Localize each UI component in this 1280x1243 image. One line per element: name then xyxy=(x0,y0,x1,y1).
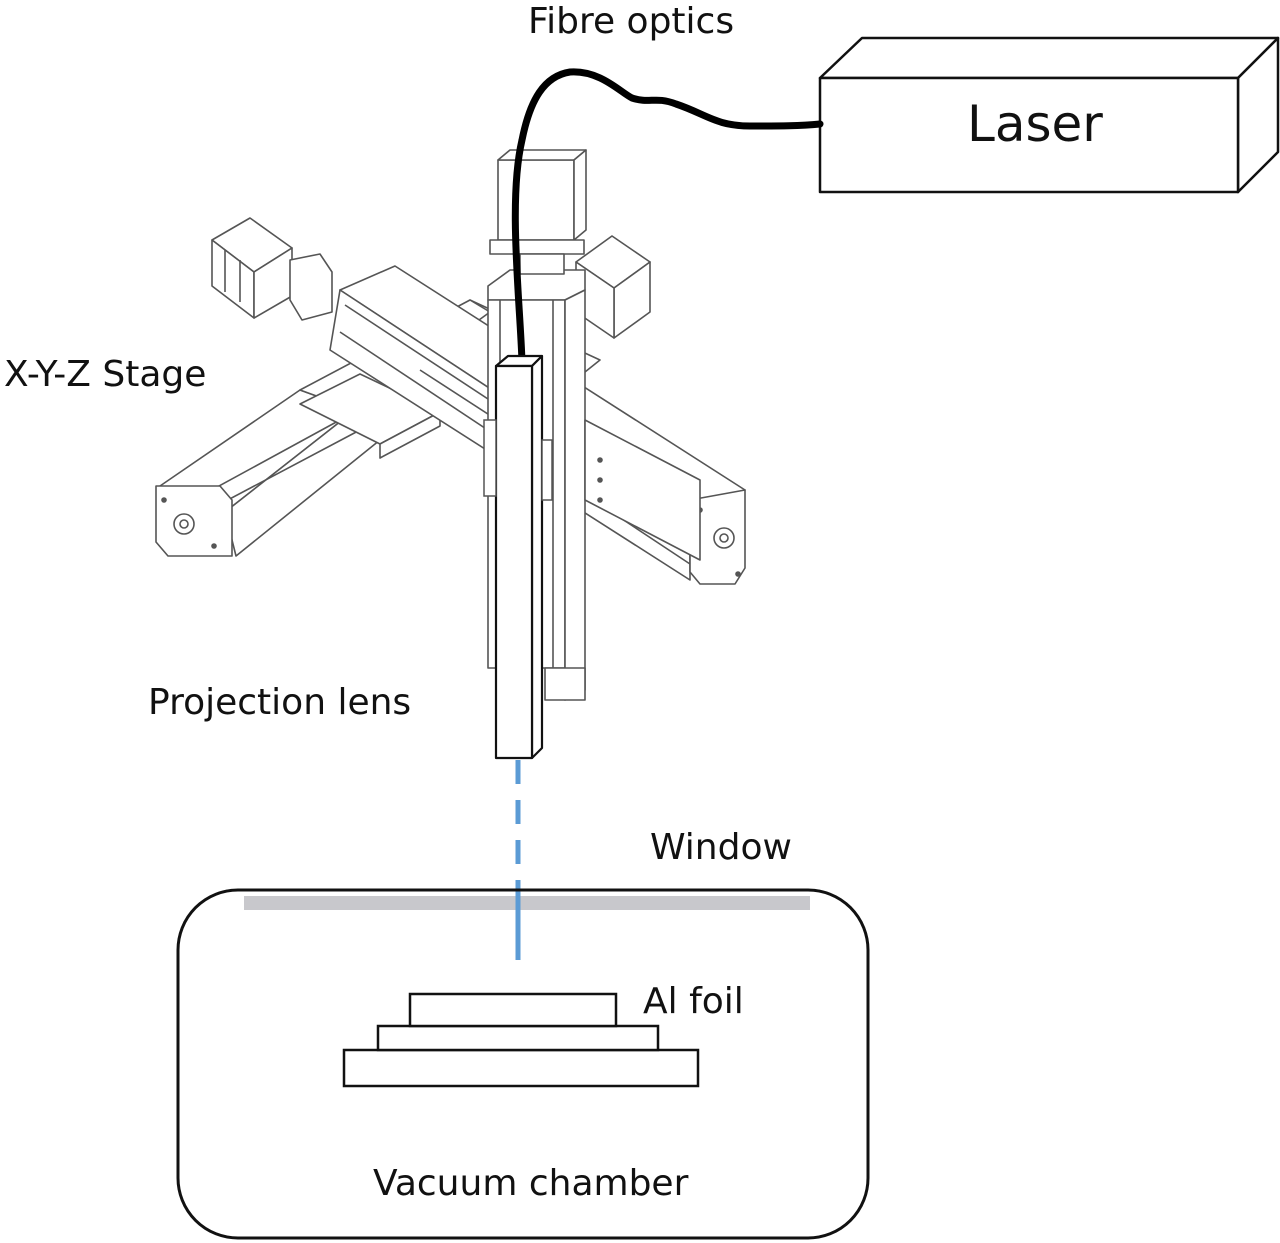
fibre-optics-label: Fibre optics xyxy=(528,1,735,42)
vacuum-chamber-label: Vacuum chamber xyxy=(373,1163,689,1204)
x-motor xyxy=(575,235,651,339)
middle-plate xyxy=(376,1024,660,1052)
al-foil-sample xyxy=(408,992,618,1028)
lens-side xyxy=(530,354,544,760)
sample-stack xyxy=(342,992,700,1088)
window-label: Window xyxy=(650,827,792,868)
projection-lens xyxy=(494,354,544,760)
vacuum-chamber-outline xyxy=(176,888,870,1240)
base-plate xyxy=(342,1048,700,1088)
lens-front xyxy=(494,364,534,760)
laser-label: Laser xyxy=(967,95,1103,153)
projection-lens-label: Projection lens xyxy=(148,682,412,723)
fibre-cable xyxy=(511,68,824,366)
z-motor xyxy=(489,149,587,275)
window-pane xyxy=(244,896,810,910)
x-rail-right xyxy=(584,419,701,561)
left-rail-endcap xyxy=(155,485,233,557)
al-foil-label: Al foil xyxy=(643,981,744,1022)
laser-box-front xyxy=(818,76,1240,194)
y-motor xyxy=(211,217,333,321)
xyz-stage-label: X-Y-Z Stage xyxy=(4,354,207,395)
laser-box-top xyxy=(818,36,1280,80)
lens-clamps xyxy=(483,419,553,501)
xyz-stage xyxy=(155,149,746,701)
y-beam-endcap xyxy=(689,489,746,585)
laser-box xyxy=(818,36,1280,194)
